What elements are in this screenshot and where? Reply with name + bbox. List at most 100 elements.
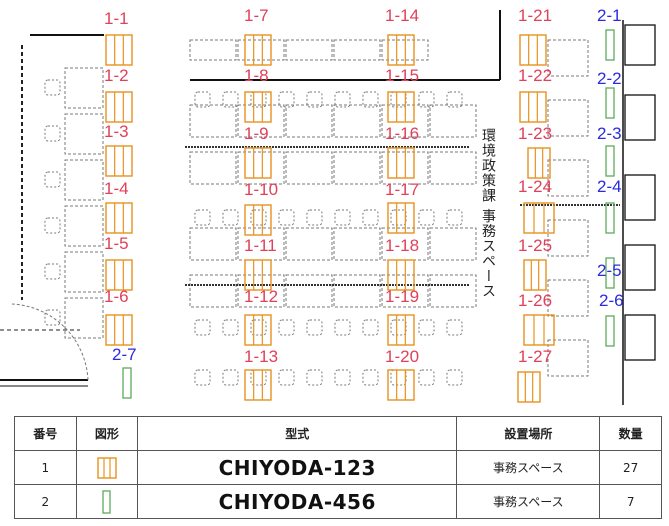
desk xyxy=(547,219,589,257)
desk xyxy=(547,99,589,137)
desk xyxy=(189,274,237,308)
cabinet xyxy=(624,244,656,291)
type1-unit-label: 1-24 xyxy=(518,177,552,196)
chair xyxy=(390,319,407,336)
type1-unit xyxy=(387,34,415,66)
chair xyxy=(250,319,267,336)
chair xyxy=(194,91,211,108)
type1-unit xyxy=(517,371,541,403)
row-number: 1 xyxy=(14,450,77,485)
type2-unit-label: 2-1 xyxy=(597,6,622,25)
chair xyxy=(194,319,211,336)
desk xyxy=(547,159,589,197)
type1-unit-label: 1-4 xyxy=(104,179,129,198)
type2-unit-label: 2-7 xyxy=(112,345,137,364)
row-quantity: 7 xyxy=(599,484,662,519)
type1-unit-label: 1-27 xyxy=(518,347,552,366)
chair xyxy=(418,91,435,108)
type2-unit-label: 2-5 xyxy=(597,261,622,280)
legend-table: 番号 図形 型式 設置場所 数量 1 CHIYODA-123 事務スペース 27… xyxy=(14,416,662,519)
type1-unit-label: 1-5 xyxy=(104,234,129,253)
type2-unit xyxy=(605,87,615,119)
chair xyxy=(362,319,379,336)
chair xyxy=(362,91,379,108)
door-swing xyxy=(11,303,89,381)
type1-unit-label: 1-1 xyxy=(104,9,129,28)
type1-unit xyxy=(523,202,555,234)
chair xyxy=(334,369,351,386)
chair xyxy=(418,369,435,386)
type2-unit xyxy=(122,367,132,399)
type1-unit xyxy=(387,147,415,179)
chair xyxy=(418,319,435,336)
type1-unit-label: 1-6 xyxy=(104,287,129,306)
type1-unit-label: 1-7 xyxy=(244,6,269,25)
chair xyxy=(334,209,351,226)
chair xyxy=(334,91,351,108)
header-location: 設置場所 xyxy=(456,416,601,451)
chair xyxy=(222,91,239,108)
type1-unit xyxy=(387,91,415,123)
chair xyxy=(44,217,61,234)
chair xyxy=(306,209,323,226)
chair xyxy=(278,209,295,226)
type1-unit-label: 1-23 xyxy=(518,124,552,143)
type2-unit xyxy=(605,145,615,177)
chair xyxy=(44,125,61,142)
chair xyxy=(362,209,379,226)
desk xyxy=(189,39,237,61)
row-location: 事務スペース xyxy=(456,450,601,485)
type2-unit xyxy=(605,315,615,347)
desk xyxy=(429,104,477,138)
chair xyxy=(390,209,407,226)
type1-unit xyxy=(105,259,133,291)
type1-unit-label: 1-22 xyxy=(518,66,552,85)
type2-unit xyxy=(605,257,615,289)
desk xyxy=(237,274,285,308)
type1-unit-label: 1-9 xyxy=(244,124,269,143)
type1-unit xyxy=(244,369,272,401)
desk xyxy=(285,274,333,308)
type2-unit-label: 2-4 xyxy=(597,177,622,196)
type1-unit-label: 1-25 xyxy=(518,236,552,255)
desk xyxy=(547,339,589,377)
desk xyxy=(333,227,381,261)
cabinet xyxy=(624,94,656,141)
desk xyxy=(333,274,381,308)
desk xyxy=(333,104,381,138)
desk xyxy=(237,39,285,61)
chair xyxy=(44,171,61,188)
desk xyxy=(285,151,333,185)
type1-unit-label: 1-17 xyxy=(385,180,419,199)
chair xyxy=(446,209,463,226)
type2-unit xyxy=(605,202,615,234)
type1-unit xyxy=(387,314,415,346)
type1-unit xyxy=(105,202,133,234)
chair xyxy=(334,319,351,336)
chair xyxy=(250,209,267,226)
type2-unit xyxy=(605,29,615,61)
type1-unit xyxy=(244,91,272,123)
desk xyxy=(189,151,237,185)
cabinet xyxy=(624,314,656,361)
type1-unit xyxy=(523,314,555,346)
header-figure: 図形 xyxy=(75,416,139,451)
floor-plan: 1-11-21-31-41-51-61-71-81-91-101-111-121… xyxy=(0,6,656,405)
type1-unit-label: 1-16 xyxy=(385,124,419,143)
chair xyxy=(222,369,239,386)
chair xyxy=(306,319,323,336)
type1-unit-label: 1-18 xyxy=(385,236,419,255)
type1-unit-label: 1-13 xyxy=(244,347,278,366)
legend-row: 1 CHIYODA-123 事務スペース 27 xyxy=(14,450,662,485)
chair xyxy=(44,309,61,326)
desk xyxy=(285,104,333,138)
desk xyxy=(429,151,477,185)
row-model: CHIYODA-123 xyxy=(137,450,458,485)
type1-unit xyxy=(519,91,547,123)
type1-unit xyxy=(244,204,272,236)
equipment-units-layer: 1-11-21-31-41-51-61-71-81-91-101-111-121… xyxy=(104,6,624,403)
green-single-unit-icon xyxy=(75,484,139,519)
desk xyxy=(64,159,104,201)
chair xyxy=(44,79,61,96)
desk xyxy=(64,67,104,109)
